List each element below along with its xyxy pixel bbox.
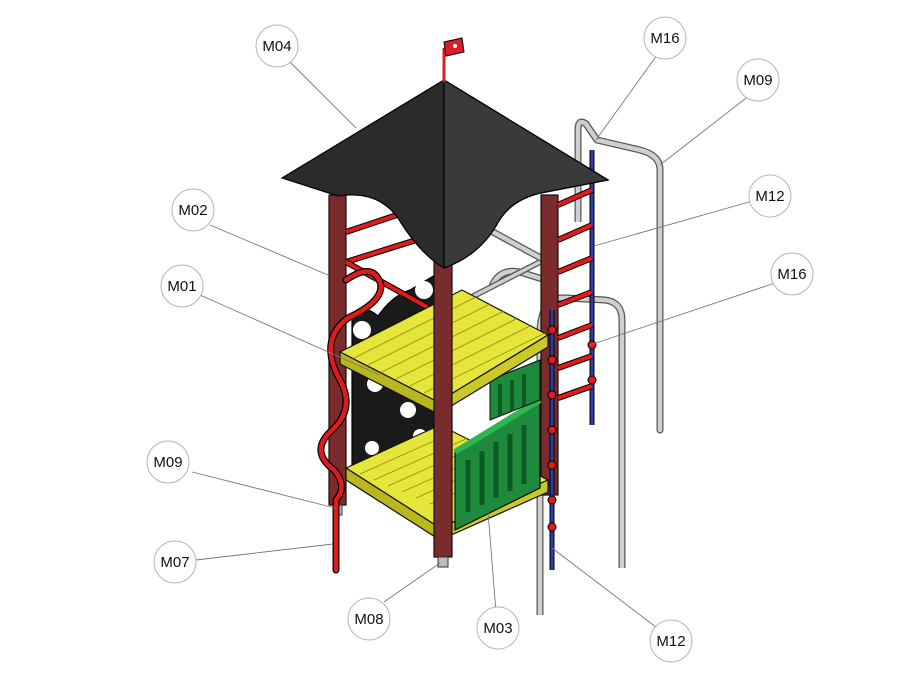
roof [280, 37, 610, 269]
callout-m04: M04 [255, 24, 299, 68]
callout-m08: M08 [347, 597, 391, 641]
callout-label: M08 [354, 611, 383, 628]
callout-label: M02 [178, 202, 207, 219]
callout-label: M12 [755, 188, 784, 205]
callout-m16-right: M16 [770, 252, 814, 296]
callout-label: M16 [650, 30, 679, 47]
callout-m07: M07 [153, 540, 197, 584]
callout-m01: M01 [160, 264, 204, 308]
callout-m09-top: M09 [736, 58, 780, 102]
callout-label: M16 [777, 266, 806, 283]
callout-m12-top: M12 [748, 174, 792, 218]
callout-m02: M02 [171, 188, 215, 232]
callout-m09-left: M09 [146, 440, 190, 484]
red-ladder [547, 150, 597, 570]
callout-m16-top: M16 [643, 16, 687, 60]
callout-label: M07 [160, 554, 189, 571]
callout-label: M03 [483, 620, 512, 637]
green-cage-panel [453, 359, 542, 531]
leader-lines [191, 54, 776, 631]
callout-m12-bottom: M12 [649, 619, 693, 663]
callout-label: M12 [656, 633, 685, 650]
spiral-climber [317, 268, 385, 574]
callout-label: M09 [153, 454, 182, 471]
callout-m03: M03 [476, 606, 520, 650]
callout-label: M01 [167, 278, 196, 295]
callout-label: M04 [262, 38, 291, 55]
callout-label: M09 [743, 72, 772, 89]
